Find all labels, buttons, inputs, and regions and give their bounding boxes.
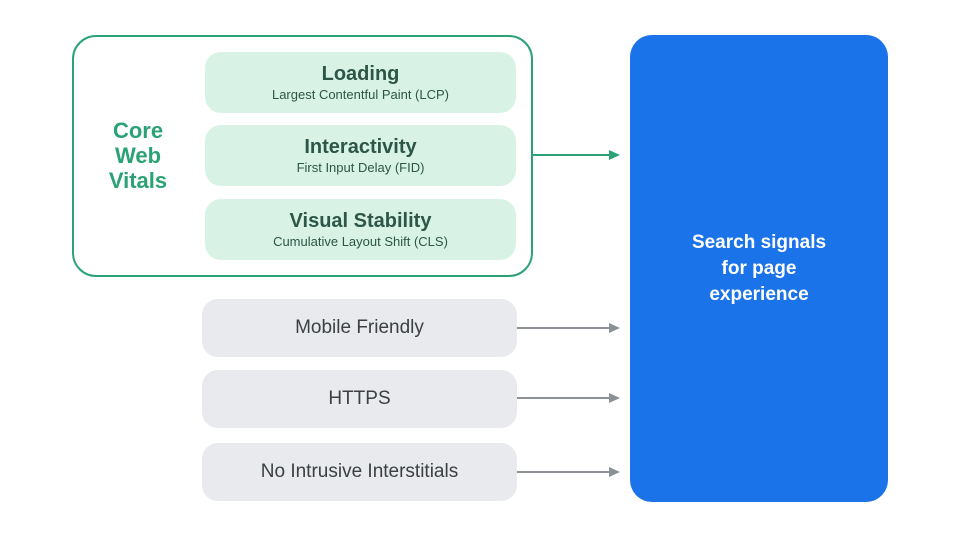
signal-card-interactivity: Interactivity First Input Delay (FID) (205, 125, 516, 186)
signal-label: No Intrusive Interstitials (260, 461, 459, 482)
signal-title: Loading (321, 63, 400, 85)
signal-card-visual-stability: Visual Stability Cumulative Layout Shift… (205, 199, 516, 260)
signal-label: Mobile Friendly (295, 317, 424, 338)
signal-title: Interactivity (304, 136, 417, 158)
signal-subtitle: Cumulative Layout Shift (CLS) (273, 234, 448, 249)
signal-label: HTTPS (328, 388, 391, 409)
connector-arrow-https (517, 393, 620, 403)
signal-card-loading: Loading Largest Contentful Paint (LCP) (205, 52, 516, 113)
connector-arrow-mobile-friendly (517, 323, 620, 333)
signal-card-no-intrusive-interstitials: No Intrusive Interstitials (202, 443, 517, 501)
connector-arrow-core-web-vitals (533, 150, 620, 160)
signal-title: Visual Stability (289, 210, 432, 232)
signal-card-https: HTTPS (202, 370, 517, 428)
core-web-vitals-group: Loading Largest Contentful Paint (LCP) I… (72, 35, 533, 277)
signal-card-mobile-friendly: Mobile Friendly (202, 299, 517, 357)
search-signals-label: Search signals for page experience (691, 231, 827, 305)
signal-subtitle: Largest Contentful Paint (LCP) (271, 87, 450, 102)
search-signals-panel: Search signals for page experience (630, 35, 888, 502)
connector-arrow-interstitials (517, 467, 620, 477)
core-web-vitals-label: Core Web Vitals (108, 118, 168, 193)
signal-subtitle: First Input Delay (FID) (296, 160, 425, 175)
